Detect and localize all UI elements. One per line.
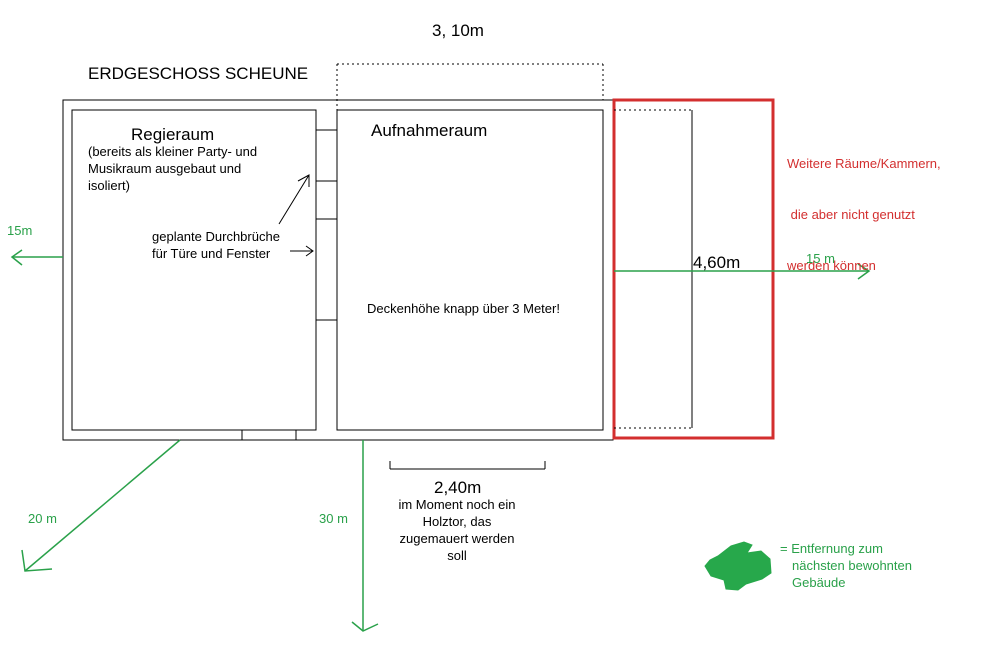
recording-room-outline — [336, 109, 604, 431]
depth-label: 4,60m — [693, 253, 740, 272]
door-note: im Moment noch ein Holztor, das zugemaue… — [398, 497, 516, 563]
openings-arrows — [278, 174, 314, 257]
wooden-gate-dashed — [390, 429, 545, 441]
distance-arrow-east — [614, 263, 871, 280]
distance-arrow-south — [351, 440, 379, 632]
distance-southwest-label: 20 m — [28, 511, 57, 526]
extra-rooms-note: Weitere Räume/Kammern, die aber nicht ge… — [787, 156, 941, 273]
distance-west-label: 15m — [7, 223, 33, 238]
control-room-name: Regieraum — [131, 125, 214, 144]
upper-dashed-outline — [336, 63, 604, 110]
distance-arrow-southwest — [21, 439, 181, 572]
ceiling-height-note: Deckenhöhe knapp über 3 Meter! — [367, 301, 560, 316]
distance-south-label: 30 m — [319, 511, 348, 526]
distance-east-label: 15 m — [806, 251, 835, 266]
door-width-label: 2,40m — [434, 478, 481, 497]
partition-wall — [315, 129, 337, 321]
legend-green-blob-icon — [704, 541, 772, 591]
control-room-note: (bereits als kleiner Party- und Musikrau… — [88, 144, 258, 193]
legend-text: = Entfernung zum nächsten bewohnten Gebä… — [780, 541, 912, 590]
door-width-dimension — [389, 461, 546, 470]
top-width-label: 3, 10m — [432, 21, 484, 40]
recording-room-name: Aufnahmeraum — [371, 121, 487, 140]
bottom-wall-feature — [241, 430, 297, 440]
openings-note: geplante Durchbrüche für Türe und Fenste… — [152, 229, 280, 261]
plan-title: ERDGESCHOSS SCHEUNE — [88, 64, 308, 83]
extra-rooms-dashed — [614, 109, 692, 429]
distance-arrow-west — [10, 249, 63, 266]
extra-rooms-highlight — [612, 98, 775, 440]
